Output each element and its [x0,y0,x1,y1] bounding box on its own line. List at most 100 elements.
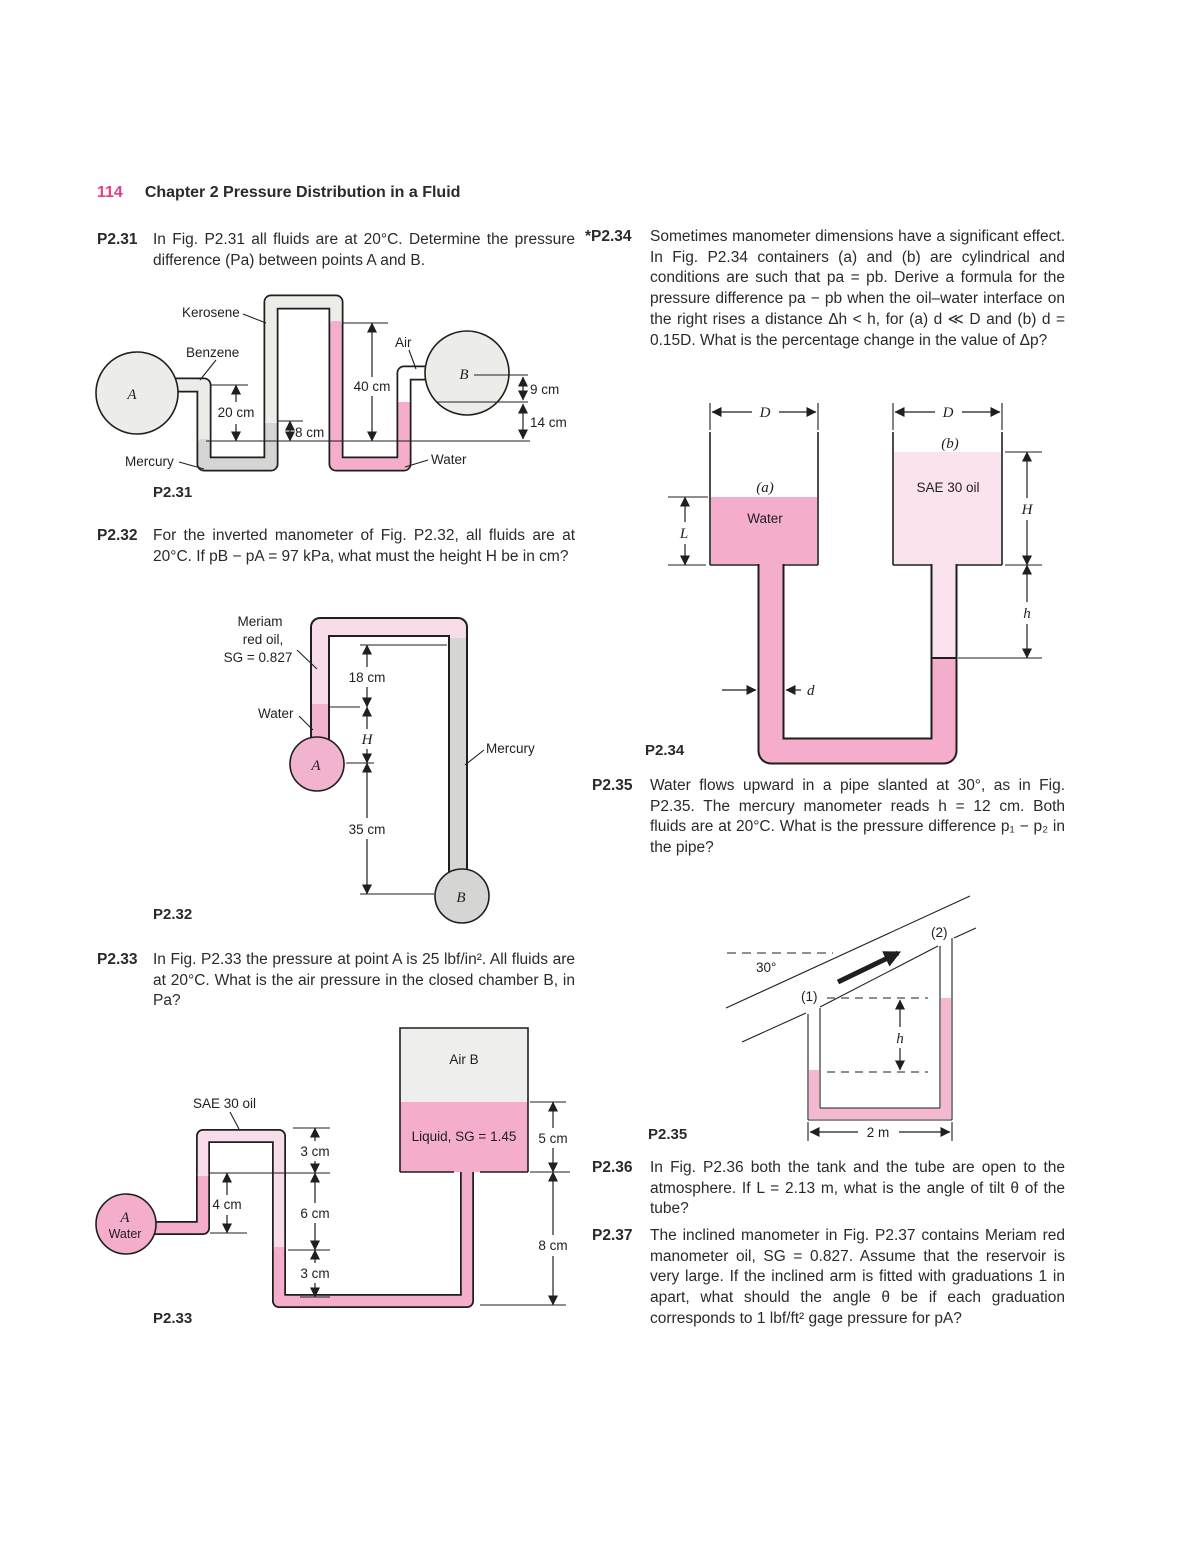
dim-20cm: 20 cm [218,405,255,420]
sae-oil-label: SAE 30 oil [193,1096,256,1111]
dim-D-left: D [759,405,771,421]
problem-text: For the inverted manometer of Fig. P2.32… [153,527,575,565]
figure-caption: P2.31 [153,484,193,501]
tank-b [399,1027,529,1173]
problem-text: Water flows upward in a pipe slanted at … [650,777,1065,857]
liquid-label: Liquid, SG = 1.45 [412,1129,517,1144]
water-label: Water [747,511,783,526]
figure-caption: P2.34 [645,742,685,759]
point-a-label: A [126,387,137,403]
reservoir-b [424,330,510,416]
oil-label-line2: red oil, [243,632,284,647]
dimension-arrows [222,1101,558,1306]
reference-lines [330,644,447,895]
dim-L: L [679,526,688,542]
kerosene-label: Kerosene [182,305,240,320]
water-label: Water [431,452,467,467]
problem-text: In Fig. P2.33 the pressure at point A is… [153,951,575,1010]
problem-p2-32: P2.32 For the inverted manometer of Fig.… [97,526,575,567]
container-a [709,432,819,566]
container-b-label: (b) [941,436,959,452]
sae-oil-label: SAE 30 oil [916,480,979,495]
dim-40cm: 40 cm [354,379,391,394]
figure-caption: P2.35 [648,1126,688,1143]
dim-H: H [1021,502,1034,518]
dim-3cm-top: 3 cm [300,1144,329,1159]
problem-p2-36: P2.36 In Fig. P2.36 both the tank and th… [592,1158,1065,1220]
figure-p2-35: 30° (1) (2) h 2 m [725,895,977,1141]
angle-label: 30° [756,960,776,975]
dim-9cm: 9 cm [530,382,559,397]
dimension-arrows [680,407,1032,695]
dim-3cm-bot: 3 cm [300,1266,329,1281]
dim-D-right: D [942,405,954,421]
problem-number: P2.36 [592,1159,633,1176]
connecting-tube [757,560,958,765]
oil-label-line3: SG = 0.827 [224,650,293,665]
oil-fill [894,452,1001,564]
dim-18cm: 18 cm [349,670,386,685]
flow-arrow [836,950,902,985]
problem-p2-35: P2.35 Water flows upward in a pipe slant… [592,776,1065,859]
dim-4cm: 4 cm [212,1197,241,1212]
problem-p2-33: P2.33 In Fig. P2.33 the pressure at poin… [97,950,575,1012]
problem-number: P2.32 [97,527,138,544]
leader-lines [296,649,485,766]
problem-text: In Fig. P2.31 all fluids are at 20°C. De… [153,231,575,269]
reservoir-a [289,736,345,792]
page-number: 114 [97,184,123,201]
water-label: Water [258,706,294,721]
container-b [892,432,1003,566]
point-1-label: (1) [801,989,818,1004]
reservoir-a [95,1193,157,1255]
dim-8cm: 8 cm [295,425,324,440]
dim-35cm: 35 cm [349,822,386,837]
dim-2m: 2 m [867,1125,890,1140]
dimension-arrows [807,999,953,1141]
dim-8cm: 8 cm [538,1238,567,1253]
dimension-arrows [231,322,528,442]
reservoirs [95,330,510,435]
dim-5cm: 5 cm [538,1131,567,1146]
container-a-label: (a) [756,480,774,496]
problem-p2-31: P2.31 In Fig. P2.31 all fluids are at 20… [97,230,575,271]
point-b-label: B [459,367,468,383]
leader-line [229,1111,240,1130]
dim-d: d [807,683,815,699]
dim-14cm: 14 cm [530,415,567,430]
problem-text: In Fig. P2.36 both the tank and the tube… [650,1159,1065,1218]
point-a-label: A [310,758,321,774]
reservoir-b [434,868,490,924]
leader-lines [178,313,429,470]
problem-number: P2.31 [97,231,138,248]
mercury-fill [809,998,951,1119]
figure-p2-32: Meriam red oil, SG = 0.827 Water Mercury… [224,614,535,924]
figure-p2-33: SAE 30 oil Air B Liquid, SG = 1.45 A Wat… [95,1027,570,1308]
mercury-label: Mercury [486,741,535,756]
problem-text: Sometimes manometer dimensions have a si… [650,228,1065,349]
liquid-region [400,1102,528,1172]
air-label: Air [395,335,412,350]
dim-h: h [896,1031,904,1047]
dim-H: H [361,732,374,748]
figure-p2-34: D D (a) (b) Water SAE 30 oil L H h d [668,403,1042,765]
problem-number: P2.35 [592,777,633,794]
water-label: Water [109,1227,142,1241]
figure-p2-31: Kerosene Benzene Mercury Air Water A B 2… [95,294,567,472]
problem-p2-34: *P2.34 Sometimes manometer dimensions ha… [585,227,1065,351]
pipe-walls [725,895,977,1043]
manometer-tubes [172,294,432,472]
benzene-label: Benzene [186,345,239,360]
manometer-tube-walls [807,938,953,1121]
oil-label-line1: Meriam [237,614,282,629]
problem-number: P2.33 [97,951,138,968]
problem-number: *P2.34 [585,228,632,245]
air-b-label: Air B [449,1052,478,1067]
manometer-tubes [310,617,468,872]
dim-h: h [1023,606,1031,622]
water-fill [711,497,817,564]
figure-caption: P2.33 [153,1310,193,1327]
problem-p2-37: P2.37 The inclined manometer in Fig. P2.… [592,1226,1065,1330]
